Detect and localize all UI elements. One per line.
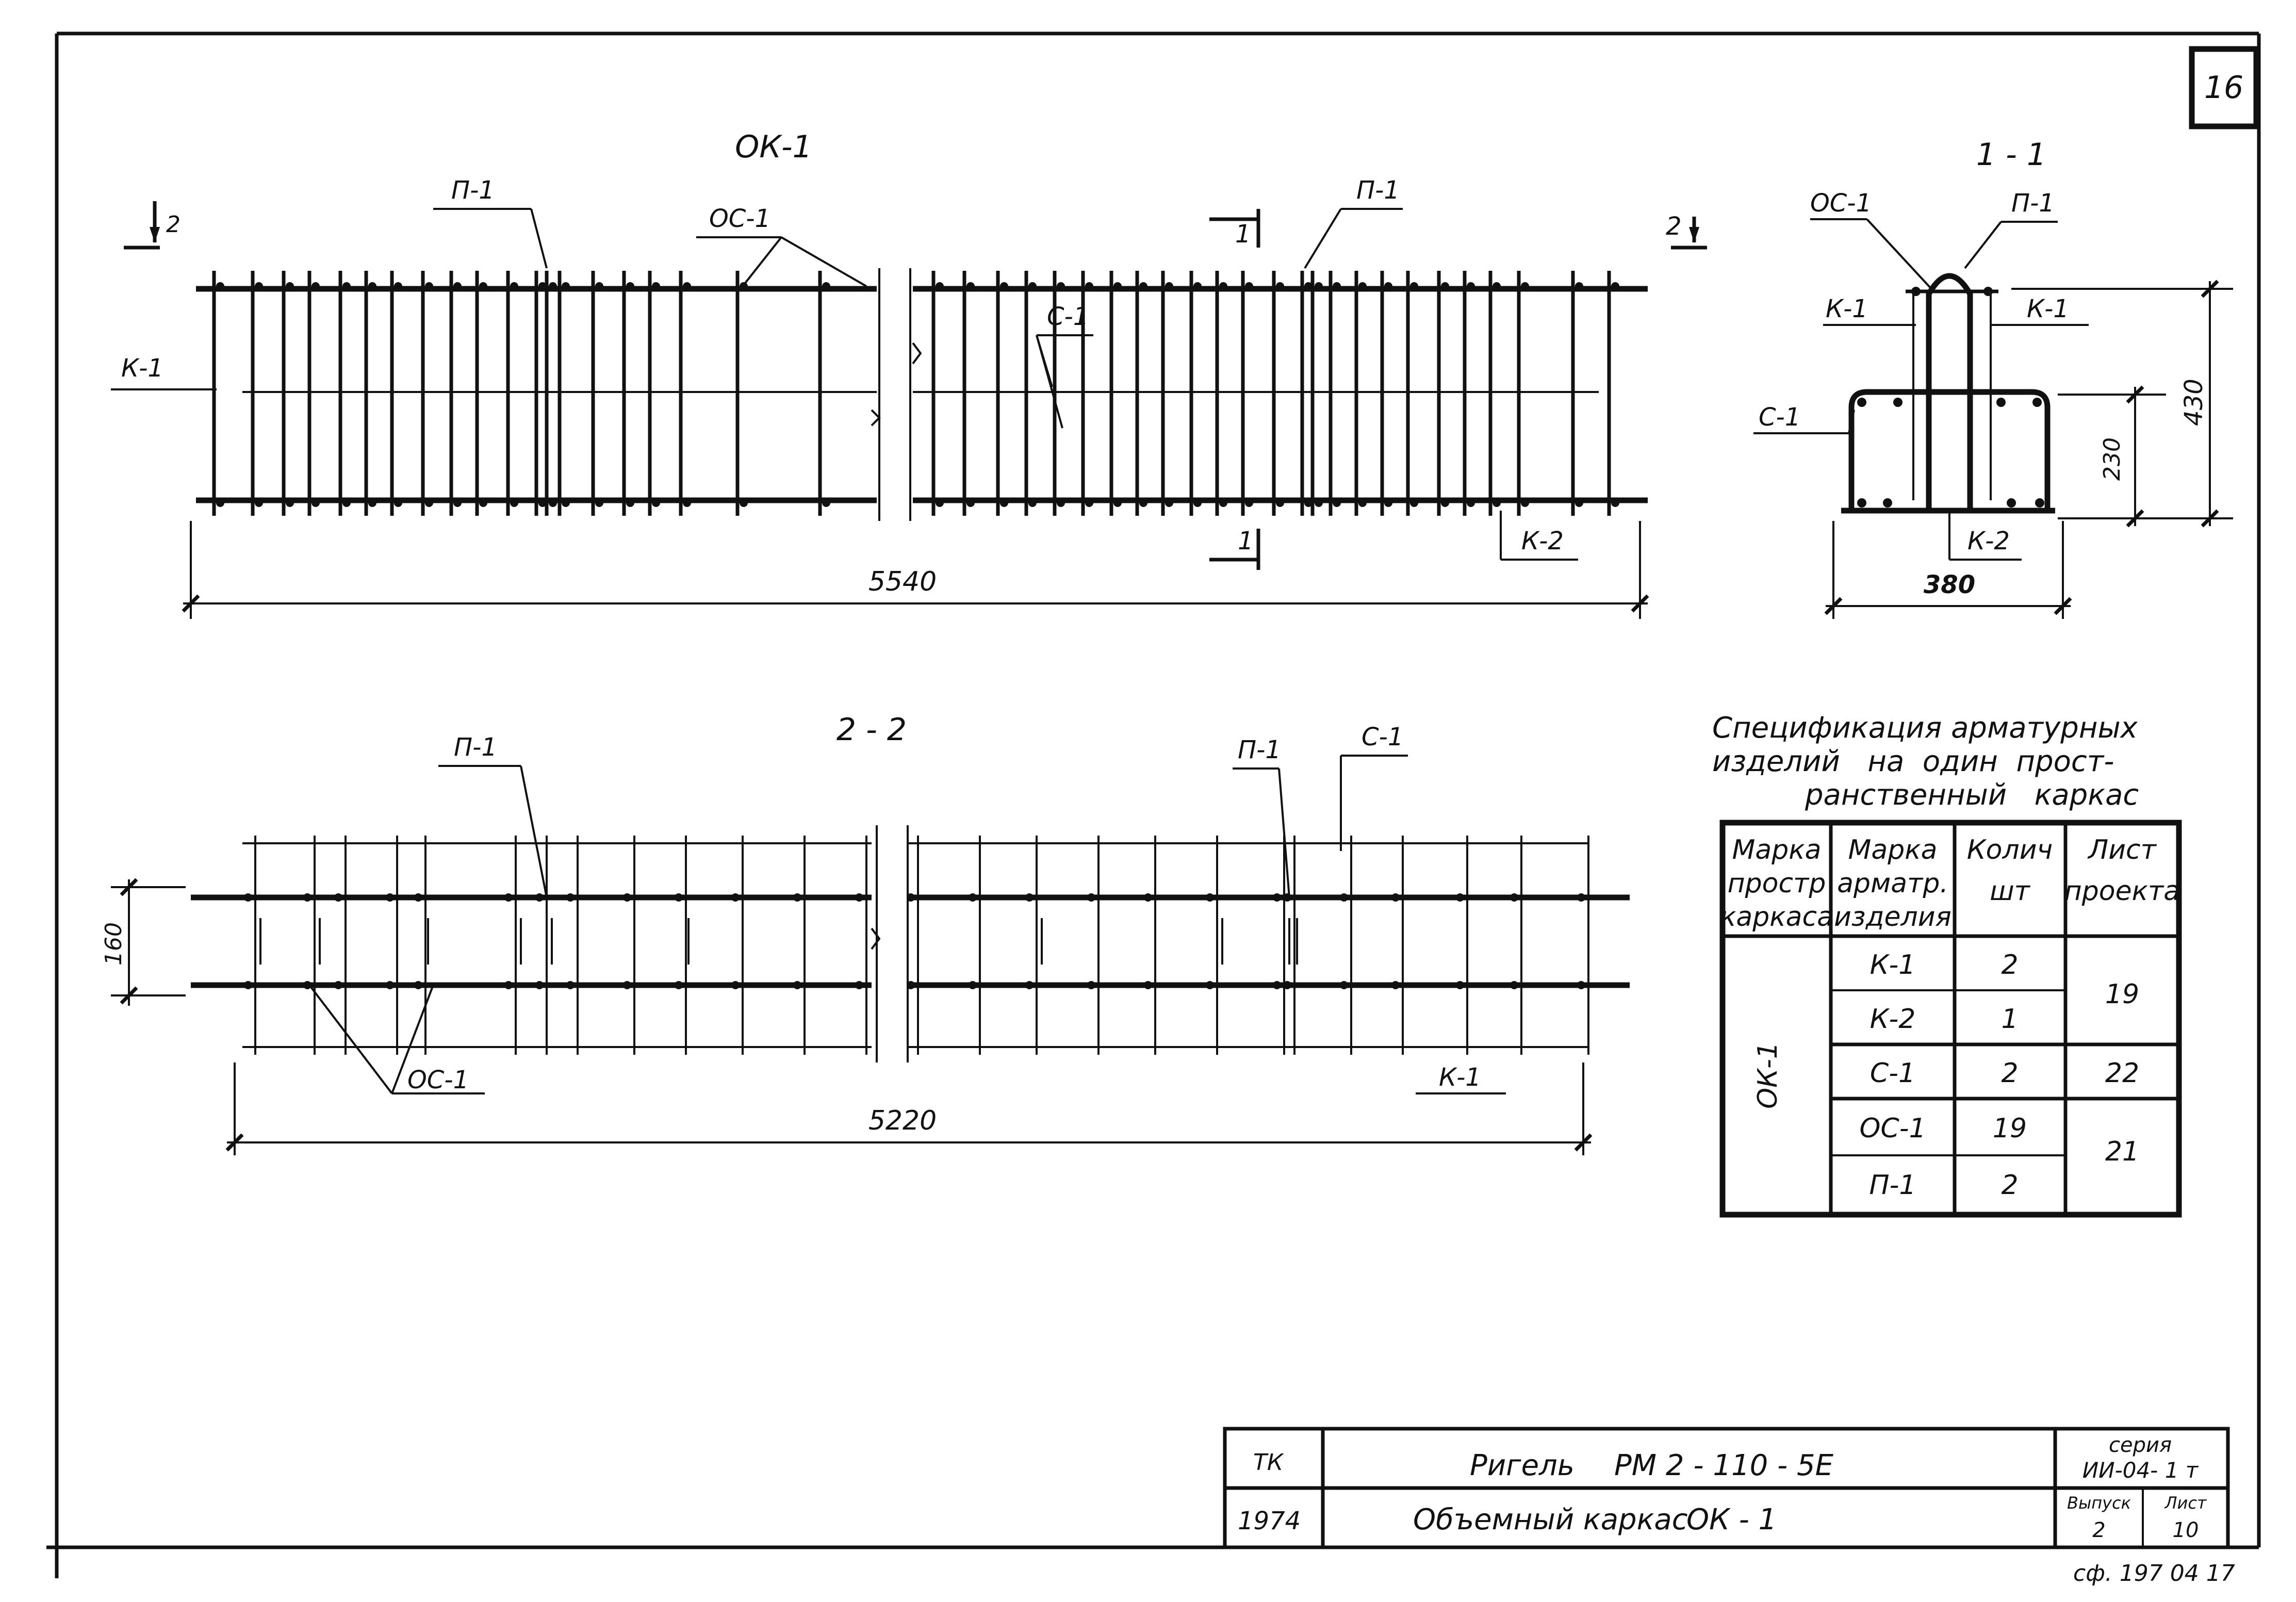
dim-width-380: 380 [1924,570,1975,599]
spec-row-mark-5: П-1 [1869,1170,1916,1201]
label-p1-right: П-1 [1356,176,1400,205]
dim-height-230: 230 [2099,437,2125,481]
issue-label: Выпуск [2067,1493,2131,1513]
section-mark-2-right: 2 [1666,212,1682,241]
label-p1-left: П-1 [451,176,495,205]
dim-width-160: 160 [101,922,127,966]
elevation-view: ОК-1 П-1 ОС-1 П-1 К-1 С-1 К [111,129,1707,619]
spec-sheet-ref-2: 22 [2105,1058,2139,1089]
spec-row-mark-4: ОС-1 [1859,1113,1926,1144]
section-mark-1-bottom: 1 [1238,527,1254,555]
label-2-2-c1: С-1 [1362,723,1403,751]
dim-height-430: 430 [2179,379,2208,426]
sheet-number: 16 [2204,70,2243,106]
spec-header-mark-3: изделия [1834,902,1951,933]
spec-block: Спецификация арматурных изделий на один … [1712,711,2182,1218]
title-line1-name: Ригель [1470,1449,1575,1482]
series-value: ИИ-04- 1 т [2082,1458,2199,1483]
label-1-1-k2: К-2 [1967,527,2010,555]
spec-sheet-ref-1: 19 [2105,979,2139,1010]
spec-sheet-ref-3: 21 [2105,1136,2139,1167]
spec-row-mark-2: К-2 [1870,1004,1916,1035]
label-1-1-c1: С-1 [1759,403,1800,432]
label-1-1-oc1: ОС-1 [1810,189,1872,218]
sheet-number-box: 16 [2189,46,2259,129]
spec-header-frame-2: простр [1728,868,1826,899]
spec-row-mark-1: К-1 [1870,950,1916,980]
spec-header-qty-1: Колич [1967,835,2053,865]
label-2-2-oc1: ОС-1 [407,1066,469,1094]
section-1-1-bar-dots [1857,287,2044,508]
elevation-stirrups [212,271,1619,516]
label-1-1-k1-left: К-1 [1826,295,1868,323]
label-1-1-p1: П-1 [2011,189,2055,218]
spec-header-sheet-1: Лист [2087,835,2157,865]
spec-header-qty-2: шт [1990,876,2031,907]
title-line2-code: ОК - 1 [1686,1503,1777,1536]
section-mark-1-top: 1 [1235,220,1251,249]
section-mark-2-left: 2 [166,211,181,238]
plan-2-2-view: 2 - 2 П-1 П-1 С-1 ОС-1 К-1 [101,712,1630,1155]
spec-title-line-2: изделий на один прост- [1712,745,2114,778]
label-2-2-p1-right: П-1 [1238,735,1281,764]
title-line1-code: РМ 2 - 110 - 5Е [1614,1449,1834,1482]
spec-header-frame-1: Марка [1732,835,1821,865]
title-year: 1974 [1238,1507,1301,1535]
spec-row-qty-3: 2 [2001,1058,2018,1089]
sheet-value: 10 [2173,1518,2199,1542]
elevation-title: ОК-1 [735,129,812,165]
dim-length-5540: 5540 [868,566,937,597]
plan-2-2-title: 2 - 2 [837,712,907,748]
spec-frame-mark: ОК-1 [1752,1042,1783,1109]
spec-row-qty-4: 19 [1993,1113,2027,1144]
section-1-1-title: 1 - 1 [1976,137,2046,173]
label-1-1-k1-right: К-1 [2027,295,2069,323]
label-2-2-k1: К-1 [1439,1063,1481,1092]
label-k1: К-1 [121,354,163,383]
series-label: серия [2109,1433,2172,1457]
issue-value: 2 [2092,1518,2105,1542]
spec-header-sheet-2: проекта [2064,876,2180,907]
section-1-1-view: 1 - 1 ОС-1 П-1 К-1 К-1 С-1 [1753,137,2233,619]
title-block: ТК 1974 Ригель РМ 2 - 110 - 5Е Объемный … [1223,1427,2230,1549]
spec-table: Марка простр каркаса Марка арматр. издел… [1719,820,2182,1218]
spec-header-mark-2: арматр. [1837,868,1948,899]
title-line2-name: Объемный каркас [1413,1503,1688,1536]
spec-header-frame-3: каркаса [1720,902,1833,933]
label-c1: С-1 [1047,302,1089,331]
label-oc1: ОС-1 [709,204,770,233]
title-org: ТК [1253,1449,1284,1476]
sheet-frame [46,31,2261,1578]
spec-title-line-1: Спецификация арматурных [1712,711,2138,745]
plan-stirrups [244,836,1589,1055]
footer-code: сф. 197 04 17 [2073,1560,2235,1587]
spec-row-qty-1: 2 [2001,950,2018,980]
spec-title-line-3: ранственный каркас [1805,778,2139,812]
label-2-2-p1-left: П-1 [454,733,497,762]
spec-row-qty-2: 1 [2001,1004,2018,1035]
spec-row-qty-5: 2 [2001,1170,2018,1201]
label-k2: К-2 [1521,527,1564,555]
dim-length-5220: 5220 [868,1105,937,1136]
sheet-label: Лист [2164,1493,2207,1513]
spec-row-mark-3: С-1 [1870,1058,1915,1089]
spec-header-mark-1: Марка [1848,835,1937,865]
